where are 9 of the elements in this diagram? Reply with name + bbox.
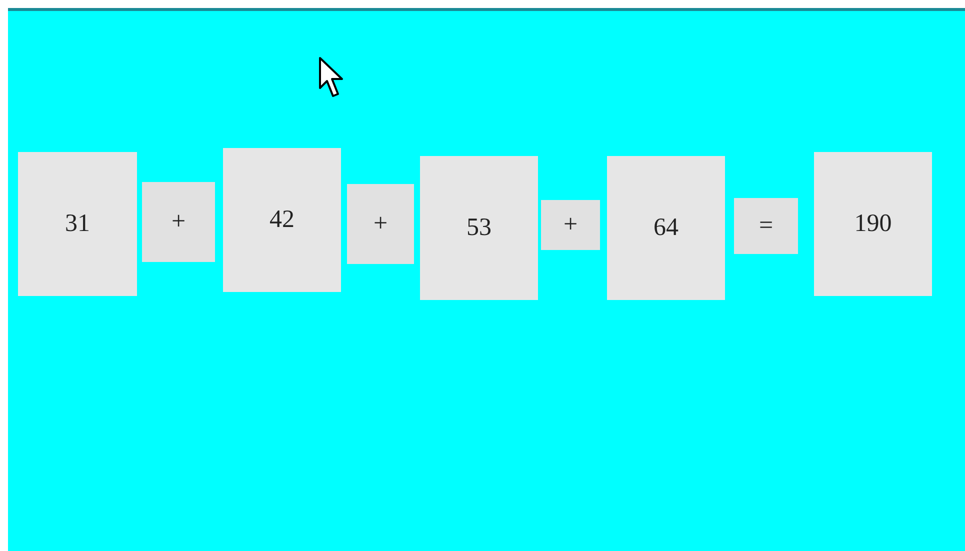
operator-tile: + xyxy=(142,182,215,262)
number-tile: 64 xyxy=(607,156,725,300)
number-tile: 42 xyxy=(223,148,341,292)
operator-tile: = xyxy=(734,198,798,254)
operator-tile: + xyxy=(541,200,600,250)
number-tile: 31 xyxy=(18,152,137,296)
number-tile: 53 xyxy=(420,156,538,300)
number-tile: 190 xyxy=(814,152,932,296)
operator-tile: + xyxy=(347,184,414,264)
